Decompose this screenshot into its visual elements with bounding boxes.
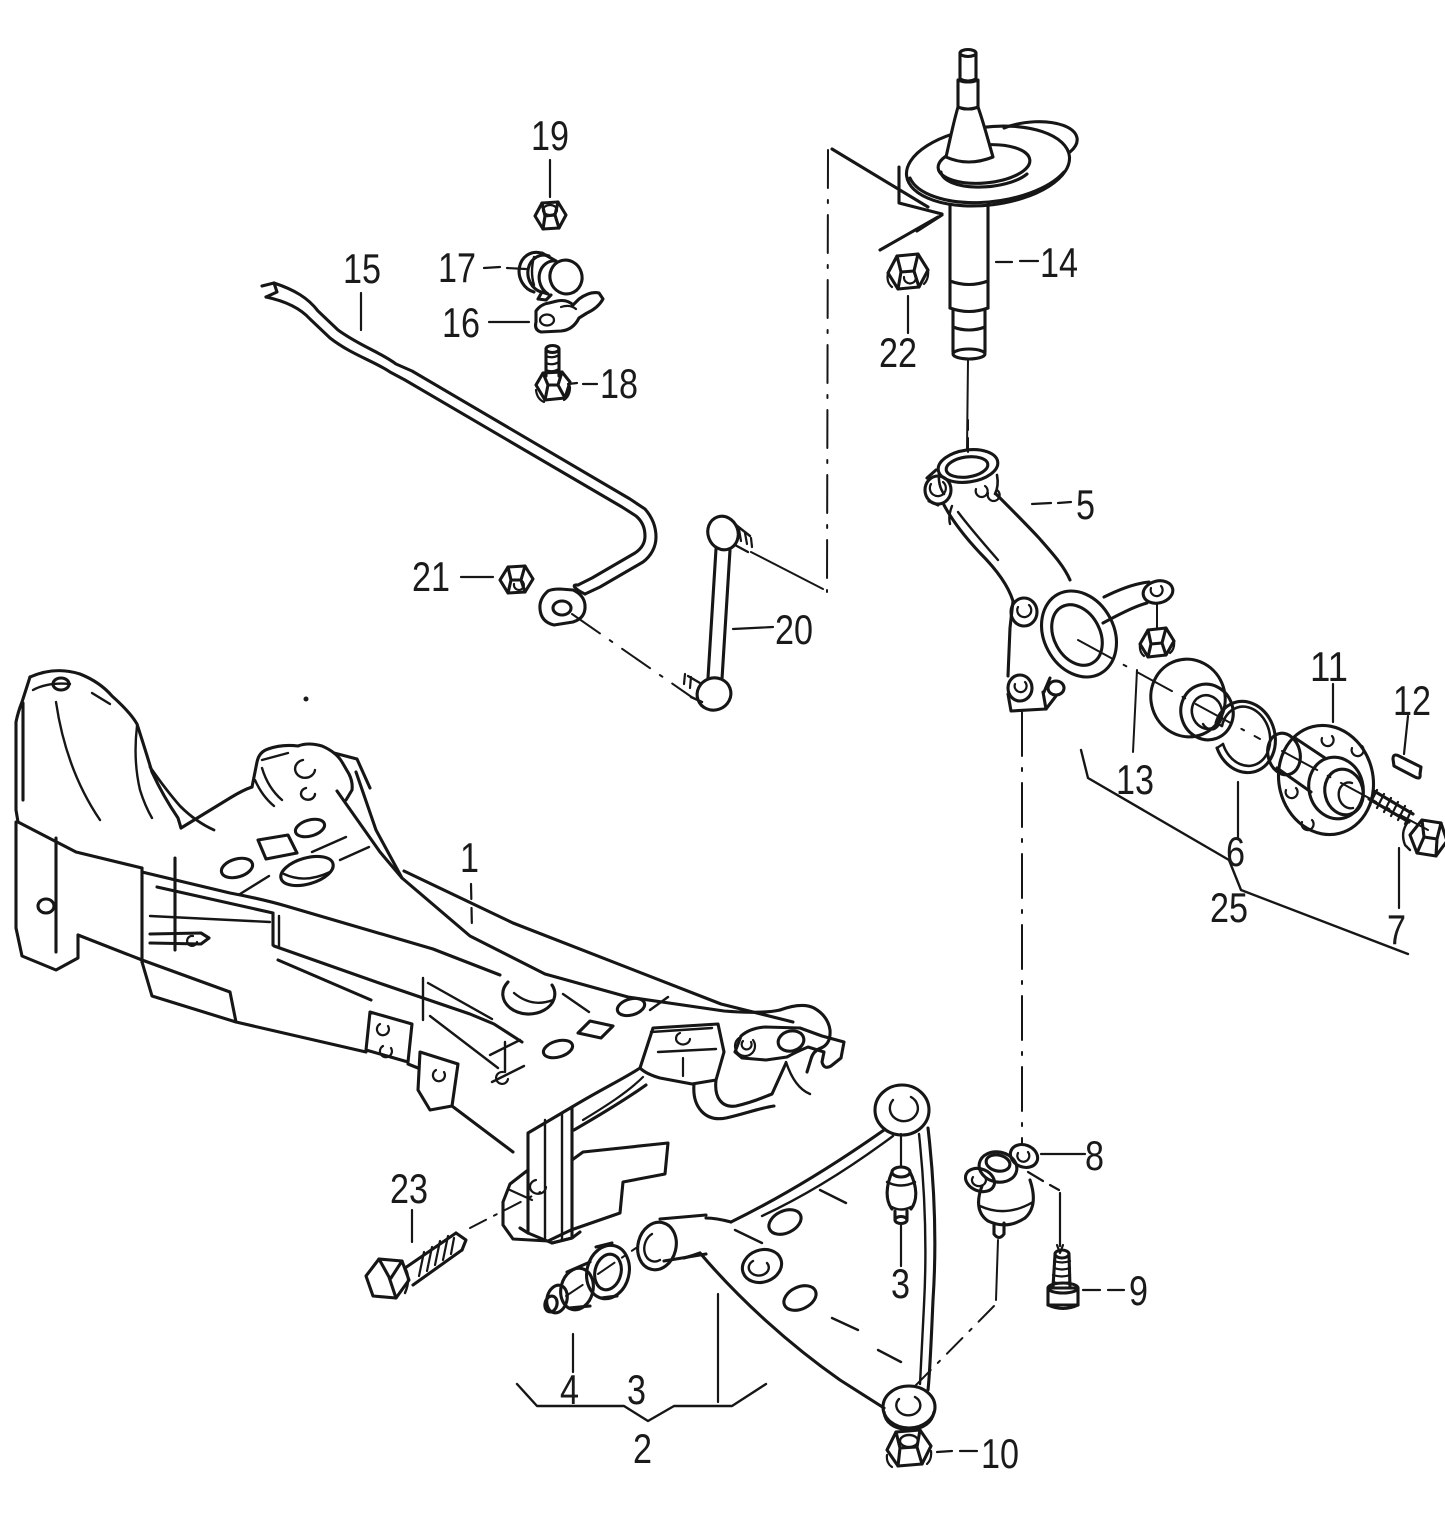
svg-text:12: 12 — [1393, 677, 1431, 724]
svg-text:15: 15 — [343, 245, 381, 292]
svg-text:14: 14 — [1040, 239, 1078, 286]
svg-text:21: 21 — [412, 553, 450, 600]
svg-text:19: 19 — [531, 112, 569, 159]
svg-text:7: 7 — [1387, 906, 1406, 953]
svg-text:2: 2 — [633, 1425, 652, 1472]
svg-text:3: 3 — [627, 1366, 646, 1413]
svg-text:13: 13 — [1116, 756, 1154, 803]
svg-text:9: 9 — [1129, 1267, 1148, 1314]
svg-text:22: 22 — [879, 329, 917, 376]
svg-text:3: 3 — [891, 1260, 910, 1307]
svg-text:20: 20 — [775, 606, 813, 653]
svg-text:10: 10 — [981, 1430, 1019, 1477]
svg-text:16: 16 — [442, 299, 480, 346]
svg-text:5: 5 — [1076, 481, 1095, 528]
svg-text:23: 23 — [390, 1165, 428, 1212]
svg-text:8: 8 — [1085, 1132, 1104, 1179]
svg-text:1: 1 — [460, 834, 479, 881]
svg-text:25: 25 — [1210, 884, 1248, 931]
svg-text:18: 18 — [600, 360, 638, 407]
svg-text:11: 11 — [1310, 643, 1348, 690]
svg-text:4: 4 — [560, 1366, 579, 1413]
svg-text:17: 17 — [438, 244, 476, 291]
svg-text:6: 6 — [1226, 828, 1245, 875]
